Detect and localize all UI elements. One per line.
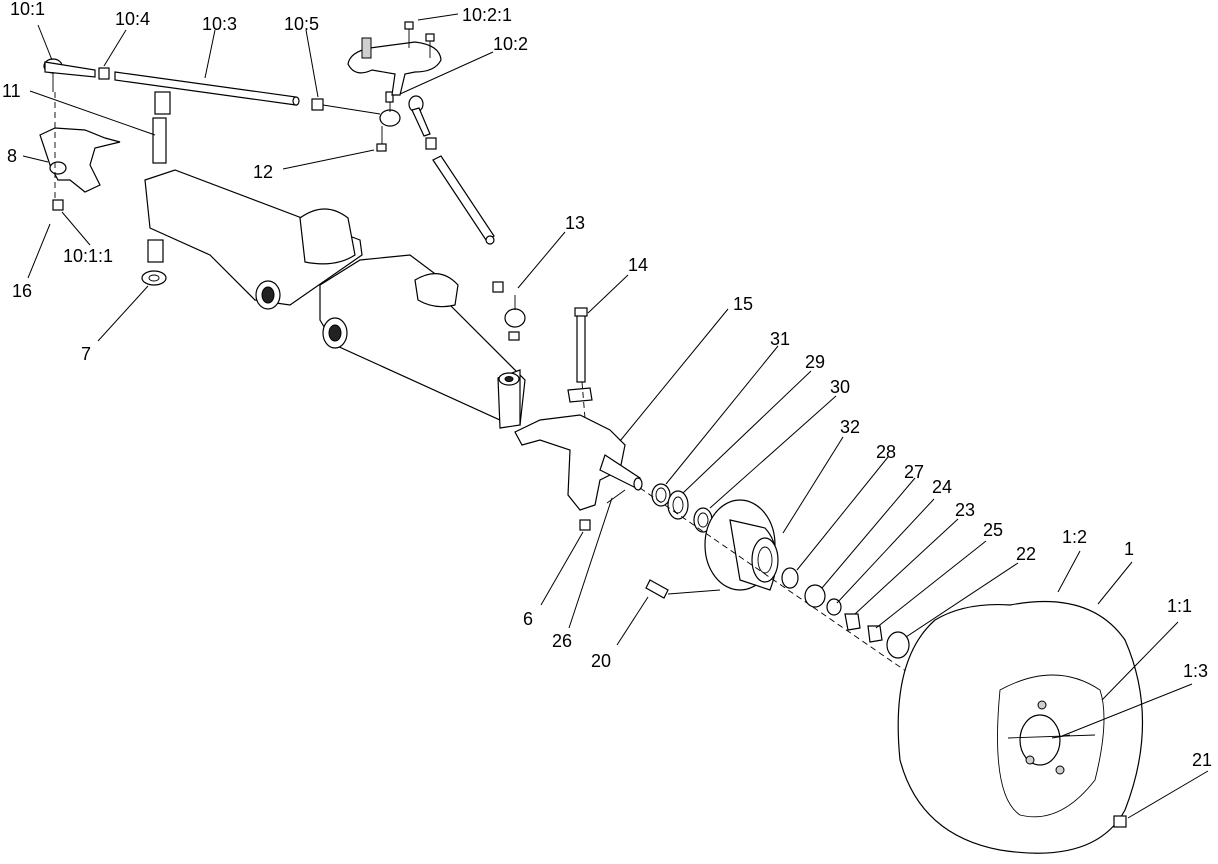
callout-13: 13 — [565, 213, 585, 233]
callout-12: 12 — [253, 162, 273, 182]
callout-16: 16 — [12, 281, 32, 301]
callout-23: 23 — [955, 500, 975, 520]
pivot-bushing-bottom — [147, 239, 164, 263]
jam-nut-left — [98, 67, 110, 80]
callout-10-3: 10:3 — [202, 14, 237, 34]
callout-31: 31 — [770, 329, 790, 349]
callout-24: 24 — [932, 477, 952, 497]
callout-11: 11 — [2, 81, 21, 101]
callout-1-1: 1:1 — [1167, 596, 1192, 616]
outer-bearing — [804, 584, 826, 608]
spindle-knuckle — [514, 414, 643, 531]
callout-22: 22 — [1016, 544, 1036, 564]
callout-32: 32 — [840, 417, 860, 437]
callout-7: 7 — [81, 344, 91, 364]
callout-10-1-1: 10:1:1 — [63, 246, 113, 266]
callout-20: 20 — [591, 651, 611, 671]
callout-27: 27 — [904, 462, 924, 482]
callout-25: 25 — [983, 520, 1003, 540]
callout-10-5: 10:5 — [284, 14, 319, 34]
callout-29: 29 — [805, 352, 825, 372]
tie-rod-end-left — [43, 58, 96, 92]
callout-28: 28 — [876, 442, 896, 462]
drag-link — [408, 95, 526, 341]
callout-10-2: 10:2 — [493, 34, 528, 54]
callout-26: 26 — [552, 631, 572, 651]
jam-nut-right — [311, 98, 324, 111]
callout-6: 6 — [523, 609, 533, 629]
callout-1: 1 — [1124, 539, 1134, 559]
inner-bearing — [667, 490, 689, 520]
lug-nut — [1113, 815, 1127, 828]
grease-seal — [651, 483, 671, 507]
pivot-pin — [152, 117, 167, 164]
dust-cap — [886, 631, 910, 659]
callout-15: 15 — [733, 294, 753, 314]
callout-30: 30 — [830, 377, 850, 397]
tie-rod-end-right — [376, 91, 401, 152]
callout-labels: 10:1 10:4 10:3 10:5 10:2:1 10:2 11 8 12 … — [2, 0, 1212, 770]
callout-1-3: 1:3 — [1183, 661, 1208, 681]
outer-race — [781, 567, 799, 589]
right-axle-arm — [319, 254, 526, 429]
callout-8: 8 — [7, 146, 17, 166]
valve-stem — [1051, 734, 1071, 739]
callout-21: 21 — [1192, 750, 1212, 770]
spindle-nut — [844, 613, 861, 631]
pivot-bushing-top — [154, 91, 171, 115]
callout-1-2: 1:2 — [1062, 527, 1087, 547]
left-bracket — [39, 92, 121, 211]
callout-10-4: 10:4 — [115, 9, 150, 29]
nut-retainer — [867, 625, 883, 643]
tire-wheel — [897, 600, 1144, 854]
left-axle-arm — [144, 169, 363, 310]
wheel-hub — [704, 499, 779, 591]
thrust-washer — [141, 270, 167, 286]
wheel-stud — [645, 579, 669, 599]
bolt-clip — [567, 387, 593, 403]
parts-drawing — [39, 21, 1144, 854]
clamp-bolt — [576, 313, 586, 383]
leader-lines — [22, 13, 1209, 819]
callout-14: 14 — [628, 255, 648, 275]
callout-10-1: 10:1 — [10, 0, 45, 19]
callout-10-2-1: 10:2:1 — [462, 5, 512, 25]
